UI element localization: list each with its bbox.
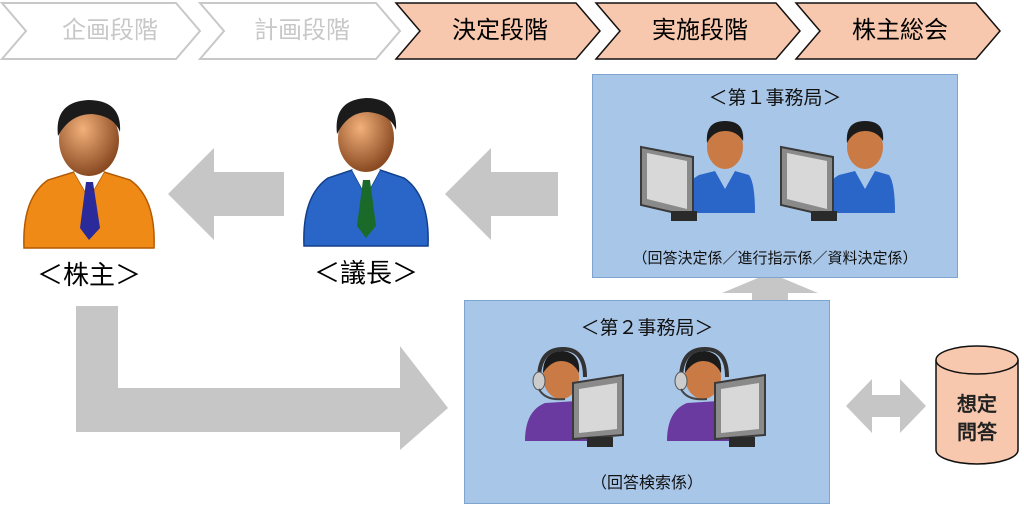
step-label-design: 計画段階 (254, 16, 350, 44)
step-label-decision: 決定段階 (452, 16, 548, 44)
step-chevron-decision (394, 2, 601, 60)
operator-headset-computer-icon-2 (667, 346, 766, 447)
chairman-label: ＜議長＞ (313, 259, 418, 289)
operator-headset-computer-icon (525, 346, 624, 447)
database-label-line2: 問答 (957, 420, 997, 444)
office1-box: ＜第１事務局＞ （回答決定係／進行指示係／資料決定係） (592, 74, 958, 278)
office1-roles: （回答決定係／進行指示係／資料決定係） (632, 249, 918, 267)
step-label-meeting: 株主総会 (852, 16, 948, 44)
office2-roles: （回答検索係） (590, 473, 703, 492)
database-label: 想定 問答 (932, 390, 1022, 446)
database-label-line1: 想定 (957, 392, 997, 416)
staff-at-computer-icon (640, 121, 755, 221)
step-chevron-planning (0, 2, 202, 60)
step-label-execution: 実施段階 (652, 16, 748, 44)
office2-box: ＜第２事務局＞ （回答検索係） (464, 300, 830, 504)
arrow-shareholder-to-office2 (76, 306, 448, 450)
step-chevron-design (197, 2, 402, 60)
shareholder-label: ＜株主＞ (36, 261, 141, 291)
chairman-person-icon (303, 98, 429, 247)
shareholder-person-icon (23, 100, 155, 249)
process-steps-bar (0, 2, 1001, 60)
arrow-office2-database-bidirectional (846, 379, 926, 433)
office2-title: ＜第２事務局＞ (580, 317, 714, 339)
office1-title: ＜第１事務局＞ (708, 87, 842, 109)
step-chevron-meeting (794, 2, 1001, 60)
step-label-planning: 企画段階 (62, 16, 158, 44)
arrow-office2-to-office1 (722, 273, 818, 311)
arrow-office1-to-chairman (445, 148, 558, 240)
step-chevron-execution (594, 2, 801, 60)
database-cylinder-icon (935, 345, 1019, 465)
staff-at-computer-icon-2 (780, 121, 895, 221)
arrow-chairman-to-shareholder (168, 148, 284, 240)
